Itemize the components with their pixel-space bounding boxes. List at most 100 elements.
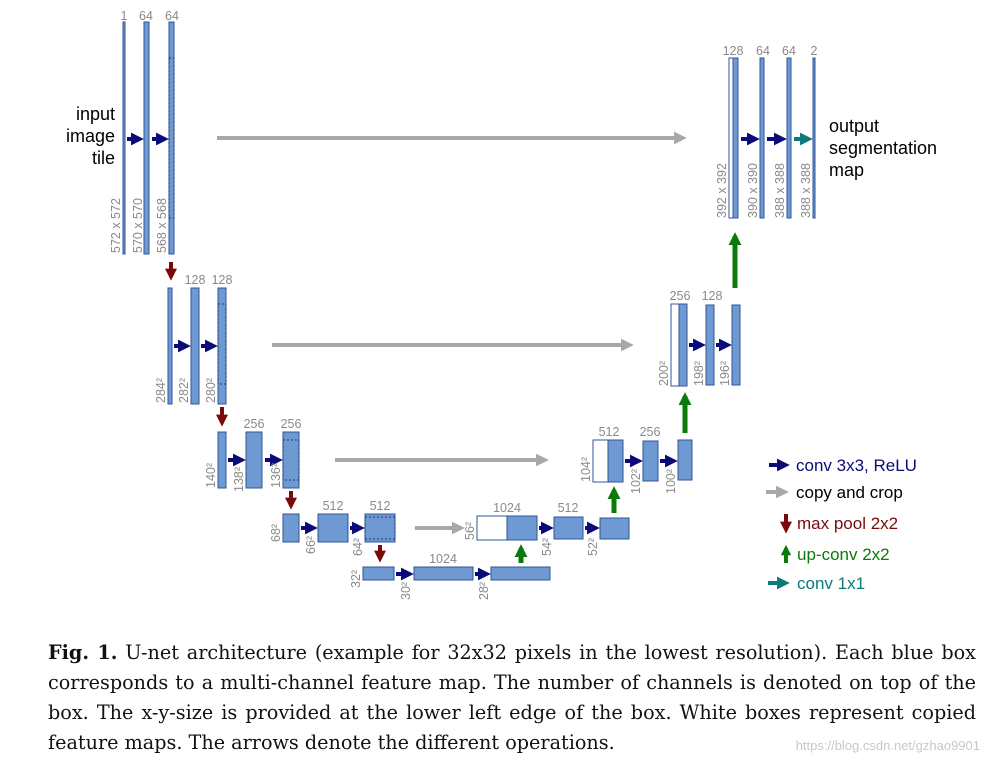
copied-feature-map [592,439,609,483]
feature-map [553,516,584,540]
feature-map [812,57,816,219]
size-label: 56² [463,522,477,540]
copied-feature-map [476,515,508,541]
conv-arrows [127,132,787,581]
feature-map [122,21,126,255]
channel-label: 256 [281,417,302,431]
channel-label: 64 [165,9,179,23]
upconv-arrows [514,232,742,563]
figure-number: Fig. 1. [48,641,118,664]
output-label-line: map [829,160,864,180]
size-label: 200² [657,361,671,386]
channel-label: 128 [702,289,723,303]
watermark: https://blog.csdn.net/gzhao9901 [795,738,980,753]
size-label: 388 x 388 [799,163,813,218]
size-label: 280² [204,378,218,403]
legend: conv 3x3, ReLU copy and crop max pool 2x… [766,456,917,593]
size-label: 284² [154,378,168,403]
feature-map [490,566,551,581]
channel-label: 512 [370,499,391,513]
figure-caption: Fig. 1. U-net architecture (example for … [48,638,976,758]
size-label: 196² [718,361,732,386]
channel-label: 128 [723,44,744,58]
size-label: 282² [177,378,191,403]
feature-map [731,304,741,386]
size-label: 140² [204,463,218,488]
channel-label: 64 [139,9,153,23]
size-label: 388 x 388 [773,163,787,218]
legend-label: max pool 2x2 [797,514,898,533]
channel-label: 1024 [429,552,457,566]
input-label: input image tile [66,104,115,168]
size-label: 570 x 570 [131,198,145,253]
channel-label: 256 [640,425,661,439]
feature-map [677,439,693,481]
size-label: 28² [477,582,491,600]
feature-map [607,439,624,483]
channel-label: 512 [599,425,620,439]
crop-region [282,439,300,481]
channel-label: 128 [212,273,233,287]
feature-map [245,431,263,489]
feature-map [143,21,150,255]
input-label-line: image [66,126,115,146]
size-label: 104² [579,457,593,482]
feature-map [599,517,630,540]
size-label: 68² [269,524,283,542]
feature-map [364,513,396,543]
size-label: 136² [269,463,283,488]
size-label: 102² [629,469,643,494]
legend-label: conv 1x1 [797,574,865,593]
size-label: 100² [664,469,678,494]
crop-region [168,57,175,219]
size-label: 54² [540,538,554,556]
size-label: 64² [351,538,365,556]
size-label: 392 x 392 [715,163,729,218]
feature-map [732,57,739,219]
size-label: 138² [232,467,246,492]
caption-text: U-net architecture (example for 32x32 pi… [48,641,976,754]
size-label: 66² [304,536,318,554]
size-label: 30² [399,582,413,600]
output-label-line: segmentation [829,138,937,158]
channel-label: 1024 [493,501,521,515]
channel-label: 2 [811,44,818,58]
feature-map [705,304,715,386]
copied-feature-map [728,57,734,219]
size-labels: 572 x 572 570 x 570 568 x 568 284² 282² … [109,163,813,600]
channel-labels: 1 64 64 128 128 256 256 512 512 1024 102… [121,9,818,566]
pool-arrows [165,262,386,563]
input-label-line: input [76,104,115,124]
legend-label: up-conv 2x2 [797,545,890,564]
feature-map [759,57,765,219]
feature-map [168,21,175,255]
size-label: 568 x 568 [155,198,169,253]
feature-maps [122,21,816,581]
feature-map [506,515,538,541]
feature-map [217,431,227,489]
copied-feature-map [670,303,680,387]
legend-label: copy and crop [796,483,903,502]
size-label: 52² [586,538,600,556]
feature-map [678,303,688,387]
feature-map [282,513,300,543]
channel-label: 256 [670,289,691,303]
copy-arrows [217,131,687,535]
legend-label: conv 3x3, ReLU [796,456,917,475]
feature-map [167,287,173,405]
feature-map [786,57,792,219]
channel-label: 128 [185,273,206,287]
feature-map [317,513,349,543]
feature-map [362,566,395,581]
size-label: 32² [349,570,363,588]
channel-label: 64 [756,44,770,58]
output-label-line: output [829,116,879,136]
crop-region [364,516,396,540]
channel-label: 1 [121,9,128,23]
size-label: 390 x 390 [746,163,760,218]
size-label: 198² [692,361,706,386]
crop-region [217,303,227,385]
feature-map [642,440,659,482]
unet-diagram: 1 64 64 128 128 256 256 512 512 1024 102… [66,9,937,600]
